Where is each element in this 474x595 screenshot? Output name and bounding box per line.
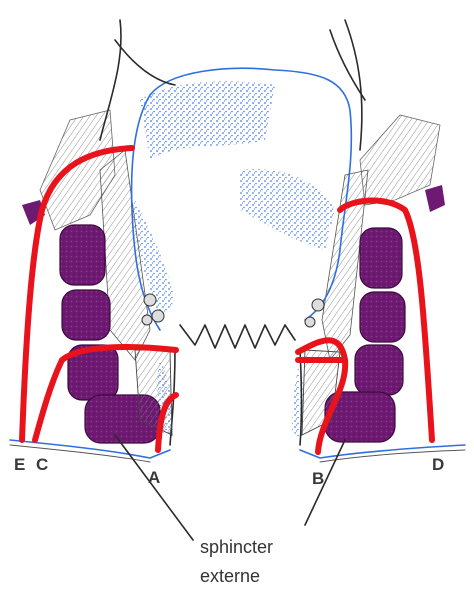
caption-line-1: sphincter <box>200 537 273 557</box>
anal-canal <box>170 325 302 445</box>
caption-leader-lines <box>115 435 345 540</box>
label-A: A <box>148 468 160 487</box>
label-C: C <box>36 455 48 474</box>
label-D: D <box>432 455 444 474</box>
label-E: E <box>14 455 25 474</box>
caption-line-2: externe <box>200 566 260 586</box>
perineum-skin <box>10 440 465 462</box>
label-B: B <box>312 469 324 488</box>
